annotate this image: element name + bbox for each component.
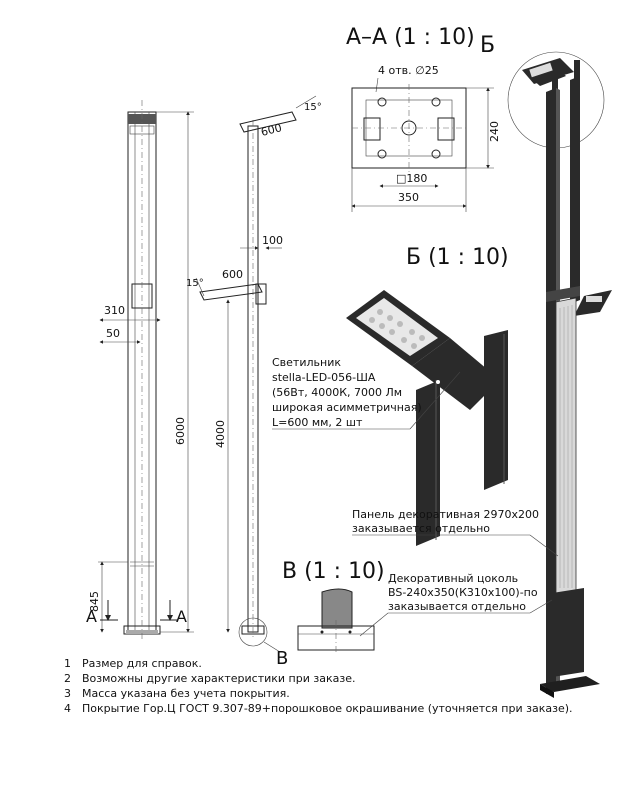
note-2-num: 2 xyxy=(64,672,71,685)
height-arm-dim: 4000 xyxy=(214,420,227,448)
arm-mid-dim: 600 xyxy=(222,268,243,281)
detail-b-view: Б (1 : 10) xyxy=(346,245,509,546)
note-1-text: Размер для справок. xyxy=(82,657,202,670)
luminaire-callout: Светильник stella-LED-056-ША (56Вт, 4000… xyxy=(272,356,461,430)
note-1-num: 1 xyxy=(64,657,71,670)
plinth-callout: Декоративный цоколь BS-240х350(К310х100)… xyxy=(359,572,553,637)
section-mark-left: А xyxy=(86,607,97,626)
section-mark-right: А xyxy=(176,607,187,626)
plate-height-dim: 240 xyxy=(488,121,501,142)
detail-v-label: В xyxy=(276,648,288,669)
front-view: 6000 310 50 845 А А xyxy=(86,100,194,640)
base-height-dim: 845 xyxy=(88,591,101,612)
panel-line-1: Панель декоративная 2970х200 xyxy=(352,508,539,521)
detail-v-title: В (1 : 10) xyxy=(282,559,385,584)
note-3-text: Масса указана без учета покрытия. xyxy=(82,687,290,700)
angle-mid-dim: 15° xyxy=(186,278,204,289)
plinth-line-2: BS-240х350(К310х100)-по xyxy=(388,586,538,599)
led-array xyxy=(369,309,425,349)
luminaire-line-4: широкая асимметричная) xyxy=(272,401,422,414)
luminaire-line-2: stella-LED-056-ША xyxy=(272,371,376,384)
luminaire-line-5: L=600 мм, 2 шт xyxy=(272,416,363,429)
side-view: 600 15° 600 15° 100 4000 В xyxy=(186,95,322,669)
note-3-num: 3 xyxy=(64,687,71,700)
arm-top-dim: 600 xyxy=(260,121,284,139)
detail-v-view: В (1 : 10) xyxy=(282,559,385,654)
square-dim: □180 xyxy=(396,172,427,185)
dim-50: 50 xyxy=(106,327,120,340)
plate-width-dim: 350 xyxy=(398,191,419,204)
luminaire-line-1: Светильник xyxy=(272,356,341,369)
angle-top-dim: 15° xyxy=(304,102,322,113)
plinth-line-3: заказывается отдельно xyxy=(388,600,526,613)
plinth-line-1: Декоративный цоколь xyxy=(388,572,518,585)
notes-list: 1 Размер для справок. 2 Возможны другие … xyxy=(64,657,573,715)
offset-dim: 100 xyxy=(262,234,283,247)
decorative-pole xyxy=(522,58,612,698)
panel-line-2: заказывается отдельно xyxy=(352,522,490,535)
note-4-text: Покрытие Гор.Ц ГОСТ 9.307-89+порошковое … xyxy=(82,702,573,715)
holes-callout: 4 отв. ∅25 xyxy=(378,64,439,77)
note-2-text: Возможны другие характеристики при заказ… xyxy=(82,672,355,685)
section-aa: А–А (1 : 10) 4 отв. ∅25 240 □180 350 xyxy=(346,25,501,212)
panel-callout: Панель декоративная 2970х200 заказываетс… xyxy=(352,508,559,557)
detail-b-title: Б (1 : 10) xyxy=(406,245,509,270)
section-aa-title: А–А (1 : 10) xyxy=(346,25,475,50)
luminaire-line-3: (56Вт, 4000К, 7000 Лм xyxy=(272,386,402,399)
dim-310: 310 xyxy=(104,304,125,317)
detail-b-label: Б xyxy=(480,33,495,58)
panel-perforation xyxy=(559,305,573,588)
note-4-num: 4 xyxy=(64,702,71,715)
height-total-dim: 6000 xyxy=(174,417,187,445)
